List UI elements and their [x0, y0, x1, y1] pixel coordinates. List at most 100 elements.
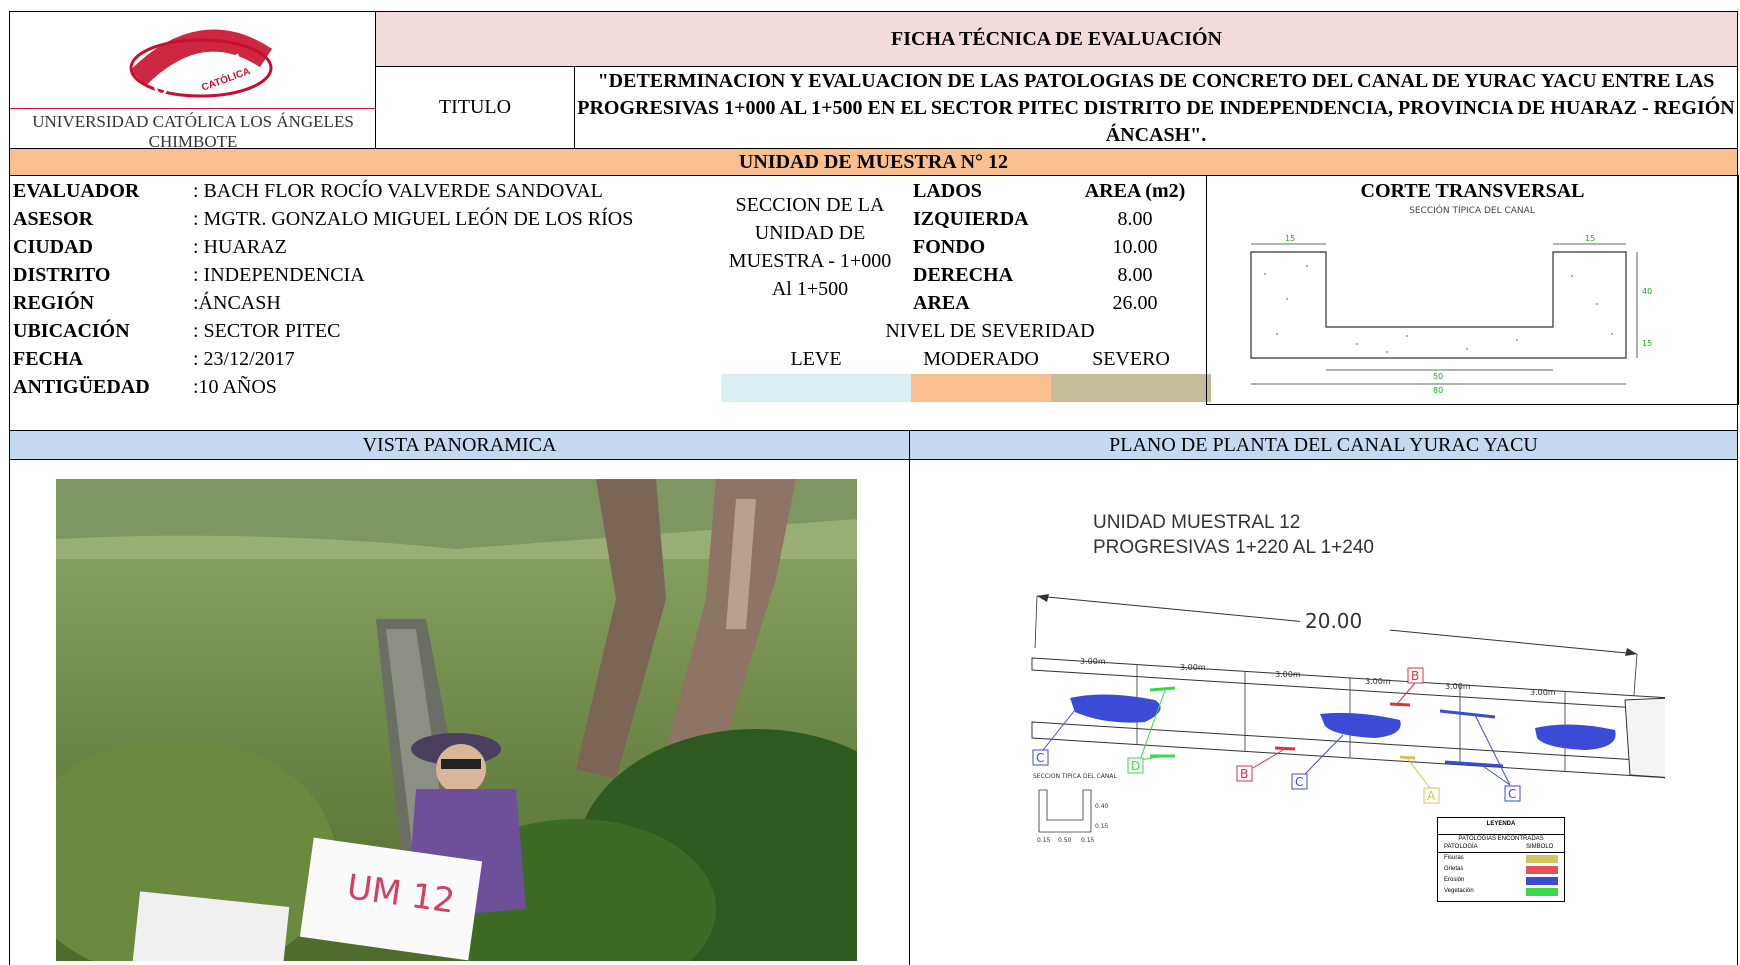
titulo-label: TITULO [375, 66, 575, 149]
legend: LEYENDA PATOLOGÍAS ENCONTRADAS PATOLOGÍA… [1437, 817, 1565, 902]
lado-row-0: IZQUIERDA [913, 208, 1029, 230]
corte-subtitle: SECCIÓN TÍPICA DEL CANAL [1409, 204, 1535, 216]
mini-dim-4: 0.15 [1081, 837, 1095, 844]
plano-header-text: PLANO DE PLANTA DEL CANAL YURAC YACU [1109, 434, 1538, 456]
area-row-0: 8.00 [1117, 208, 1153, 230]
legend-swatch-0 [1526, 855, 1558, 863]
legend-item-1: Grietas [1444, 866, 1464, 872]
dim-total: 80 [1433, 386, 1443, 395]
panel-divider [909, 459, 910, 965]
marker-b2: B [1411, 669, 1419, 683]
plano-drawing: 20.00 3.00m 3.00m 3.00m 3.00m 3.00m 3.00… [1031, 594, 1665, 844]
corte-title: CORTE TRANSVERSAL [1360, 180, 1585, 202]
legend-item-3: Vegetación [1444, 888, 1474, 894]
label-distrito: DISTRITO [13, 264, 111, 286]
dim-top-left: 15 [1285, 234, 1295, 243]
legend-swatch-3 [1526, 888, 1558, 896]
plano-length: 20.00 [1305, 609, 1362, 633]
dim-base: 15 [1642, 339, 1652, 348]
area-row-2: 8.00 [1117, 264, 1153, 286]
plano-prog: PROGRESIVAS 1+220 AL 1+240 [1093, 537, 1374, 558]
severity-severo-swatch [1051, 374, 1211, 402]
value-ciudad: : HUARAZ [193, 236, 287, 258]
legend-swatch-1 [1526, 866, 1558, 874]
plano-unit: UNIDAD MUESTRAL 12 [1093, 512, 1301, 533]
severity-title: NIVEL DE SEVERIDAD [885, 320, 1095, 342]
corte-box: CORTE TRANSVERSAL SECCIÓN TÍPICA DEL CAN… [1206, 175, 1739, 405]
logo-rule [10, 108, 376, 109]
titulo-text: "DETERMINACION Y EVALUACION DE LAS PATOL… [574, 66, 1738, 149]
dim-height: 40 [1642, 287, 1652, 296]
severity-leve-swatch [721, 374, 911, 402]
value-ubicacion: : SECTOR PITEC [193, 320, 341, 342]
legend-col2: SIMBOLO [1526, 844, 1554, 850]
legend-col1: PATOLOGÍA [1444, 844, 1478, 850]
mini-dim-1: 0.15 [1095, 823, 1109, 830]
marker-c3: C [1508, 787, 1516, 801]
uladech-logo: ULADECH CATÓLICA [129, 29, 273, 100]
severity-moderado-swatch [911, 374, 1051, 402]
university-name: UNIVERSIDAD CATÓLICA LOS ÁNGELES CHIMBOT… [32, 112, 354, 151]
titulo-text-value: "DETERMINACION Y EVALUACION DE LAS PATOL… [577, 70, 1735, 146]
label-region: REGIÓN [13, 292, 95, 314]
marker-d: D [1131, 759, 1140, 773]
legend-item-0: Fisuras [1444, 855, 1464, 861]
lado-row-2: DERECHA [913, 264, 1014, 286]
unidad-muestra: UNIDAD DE MUESTRA N° 12 [9, 148, 1738, 176]
segment-2: 3.00m [1275, 670, 1301, 679]
corte-drawing: SECCIÓN TÍPICA DEL CANAL 15 15 40 15 [1250, 204, 1652, 395]
area-row-3: 26.00 [1112, 292, 1158, 314]
lado-row-1: FONDO [913, 236, 986, 258]
segment-4: 3.00m [1445, 682, 1471, 691]
vista-header: VISTA PANORAMICA [9, 430, 910, 460]
vista-header-text: VISTA PANORAMICA [362, 434, 557, 456]
value-evaluador: : BACH FLOR ROCÍO VALVERDE SANDOVAL [193, 180, 603, 202]
value-distrito: : INDEPENDENCIA [193, 264, 365, 286]
legend-rule [1438, 852, 1564, 853]
legend-title: LEYENDA [1486, 821, 1516, 827]
value-fecha: : 23/12/2017 [193, 348, 295, 370]
lado-row-3: AREA [913, 292, 970, 314]
titulo-label-text: TITULO [438, 96, 512, 118]
marker-a: A [1427, 789, 1436, 803]
value-region: :ÁNCASH [193, 292, 281, 314]
label-ciudad: CIUDAD [13, 236, 93, 258]
marker-b1: B [1240, 767, 1248, 781]
label-fecha: FECHA [13, 348, 83, 370]
ficha-title-text: FICHA TÉCNICA DE EVALUACIÓN [891, 28, 1222, 50]
section-text: SECCION DE LA UNIDAD DE MUESTRA - 1+000 … [728, 194, 892, 300]
label-antiguedad: ANTIGÜEDAD [13, 376, 150, 398]
segment-5: 3.00m [1530, 688, 1556, 697]
label-asesor: ASESOR [13, 208, 94, 230]
unidad-muestra-text: UNIDAD DE MUESTRA N° 12 [738, 151, 1009, 173]
segment-1: 3.00m [1180, 663, 1206, 672]
panel-left-border [9, 459, 10, 965]
marker-c2: C [1295, 775, 1303, 789]
area-row-1: 10.00 [1112, 236, 1158, 258]
segment-0: 3.00m [1080, 657, 1106, 666]
info-block: EVALUADOR : BACH FLOR ROCÍO VALVERDE SAN… [9, 175, 1739, 431]
mini-dim-3: 0.50 [1058, 837, 1072, 844]
dim-top-right: 15 [1585, 234, 1595, 243]
marker-c1: C [1036, 751, 1044, 765]
severity-severo-label: SEVERO [1092, 348, 1170, 370]
segment-3: 3.00m [1365, 677, 1391, 686]
logo-cell: ULADECH CATÓLICA UNIVERSIDAD CATÓLICA LO… [9, 11, 376, 151]
area-header: AREA (m2) [1084, 180, 1186, 202]
panoramic-photo: UM 12 [56, 479, 857, 961]
label-ubicacion: UBICACIÓN [13, 320, 130, 342]
ficha-title: FICHA TÉCNICA DE EVALUACIÓN [375, 11, 1738, 67]
severity-moderado-label: MODERADO [923, 348, 1039, 370]
mini-dim-2: 0.15 [1037, 837, 1051, 844]
lados-header: LADOS [913, 180, 982, 202]
value-antiguedad: :10 AÑOS [193, 376, 277, 398]
dim-inner: 50 [1433, 372, 1443, 381]
plano-header: PLANO DE PLANTA DEL CANAL YURAC YACU [909, 430, 1738, 460]
mini-dim-0: 0.40 [1095, 803, 1109, 810]
legend-item-2: Erosión [1444, 877, 1465, 883]
label-evaluador: EVALUADOR [13, 180, 140, 202]
value-asesor: : MGTR. GONZALO MIGUEL LEÓN DE LOS RÍOS [193, 208, 634, 230]
panel-right-border [1737, 459, 1738, 965]
legend-subtitle: PATOLOGÍAS ENCONTRADAS [1438, 834, 1564, 842]
severity-leve-label: LEVE [790, 348, 842, 370]
